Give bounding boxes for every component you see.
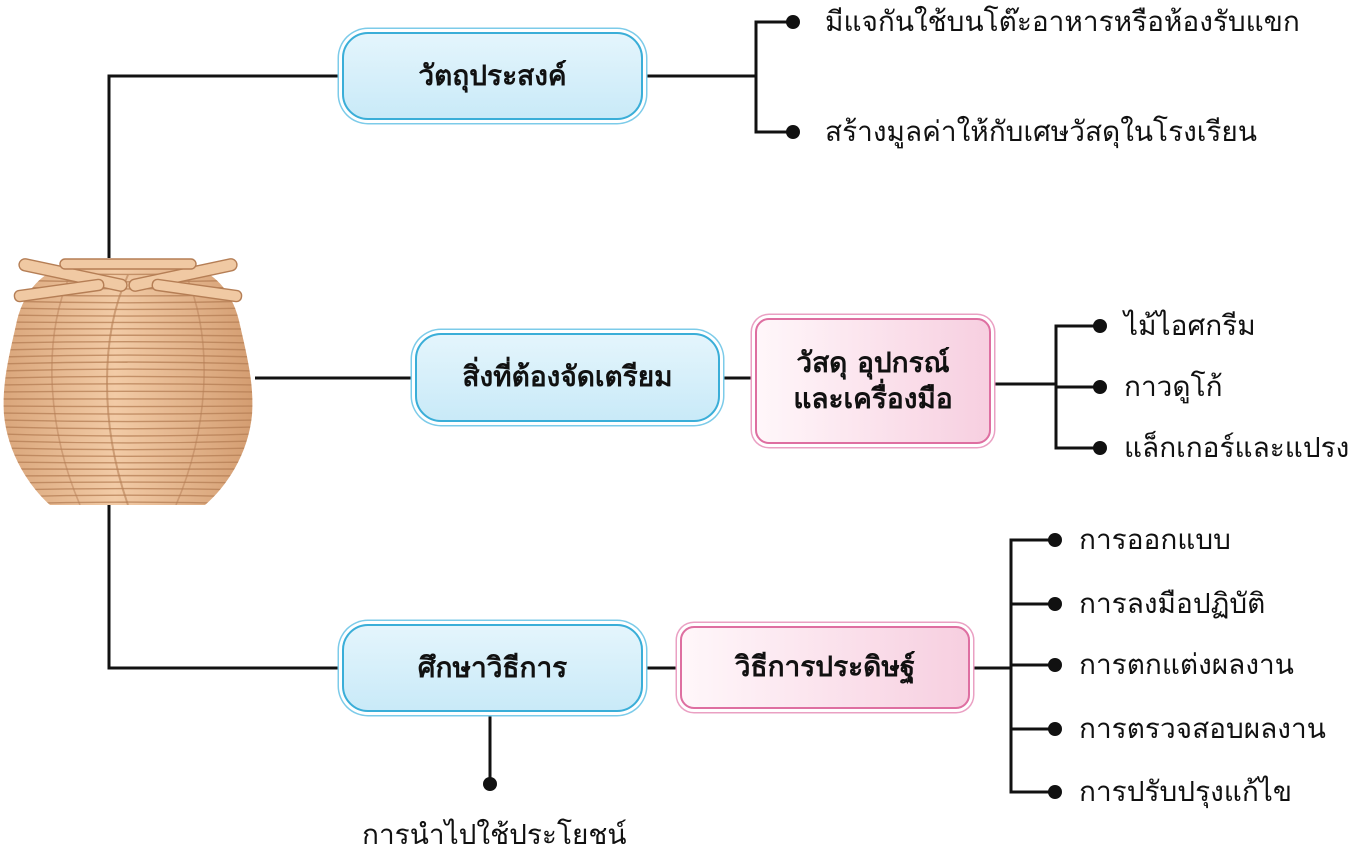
node-materials: วัสดุ อุปกรณ์ และเครื่องมือ <box>755 318 991 444</box>
leaf-material-3: แล็กเกอร์และแปรง <box>1124 431 1350 464</box>
vase-stick-line <box>3 433 253 437</box>
bullet-dot <box>483 777 497 791</box>
vase-stick-line <box>3 347 253 351</box>
leaf-usage: การนำไปใช้ประโยชน์ <box>362 818 627 849</box>
connector-method <box>107 505 342 670</box>
vase-stick-line <box>3 341 253 344</box>
connector-purpose <box>107 74 342 258</box>
node-method: ศึกษาวิธีการ <box>342 624 643 712</box>
vase-stick-line <box>3 481 253 484</box>
leaf-step-2: การลงมือปฏิบัติ <box>1079 587 1266 620</box>
vase-stick-line <box>3 307 253 311</box>
vase-stick-line <box>3 286 253 290</box>
node-purpose: วัตถุประสงค์ <box>342 32 643 120</box>
vase-stick-line <box>3 412 253 415</box>
bullet-dot <box>786 125 800 139</box>
vase-stick-line <box>3 419 253 423</box>
leaf-material-2: กาวดูโก้ <box>1124 370 1223 403</box>
vase-stick-line <box>3 361 253 365</box>
vase-stick-line <box>3 440 253 444</box>
bracket-purpose <box>754 20 793 134</box>
vase-stick-line <box>3 390 253 393</box>
bullet-dot <box>1048 722 1062 736</box>
vase-stick-line <box>3 354 253 358</box>
popsicle-stick-vase-icon <box>0 258 256 511</box>
vase-stick-line <box>3 454 253 458</box>
vase-stick-line <box>3 461 253 464</box>
vase-stick-line <box>3 447 253 451</box>
vase-stick-line <box>3 300 253 304</box>
vase-stick-line <box>3 426 253 430</box>
bullet-dot <box>1048 533 1062 547</box>
node-preparation: สิ่งที่ต้องจัดเตรียม <box>415 333 720 422</box>
bullet-dot <box>1093 319 1107 333</box>
leaf-material-1: ไม้ไอศกรีม <box>1124 309 1256 342</box>
vase-stick-line <box>3 375 253 379</box>
bullet-dot <box>786 15 800 29</box>
vase-stick-line <box>3 383 253 386</box>
node-materials-label-line1: วัสดุ อุปกรณ์ <box>796 345 950 379</box>
node-invention: วิธีการประดิษฐ์ <box>680 626 970 709</box>
vase-stick-line <box>3 314 253 317</box>
node-purpose-label: วัตถุประสงค์ <box>418 58 567 92</box>
leaf-purpose-2: สร้างมูลค่าให้กับเศษวัสดุในโรงเรียน <box>825 115 1257 148</box>
vase-stick-line <box>3 405 253 408</box>
leaf-purpose-1: มีแจกันใช้บนโต๊ะอาหารหรือห้องรับแขก <box>825 5 1300 38</box>
bullet-dot <box>1048 658 1062 672</box>
node-materials-label-line2: และเครื่องมือ <box>793 382 953 415</box>
node-preparation-label: สิ่งที่ต้องจัดเตรียม <box>462 360 673 394</box>
vase-stick-line <box>0 509 256 511</box>
vase-stick-line <box>3 368 253 372</box>
vase-stick-line <box>3 334 253 337</box>
node-invention-label: วิธีการประดิษฐ์ <box>734 650 916 684</box>
leaf-step-5: การปรับปรุงแก้ไข <box>1079 775 1293 808</box>
leaf-step-1: การออกแบบ <box>1079 523 1231 556</box>
bullet-dot <box>1048 597 1062 611</box>
node-method-label: ศึกษาวิธีการ <box>417 650 568 684</box>
bullet-dot <box>1048 785 1062 799</box>
bullet-dot <box>1093 441 1107 455</box>
leaf-step-4: การตรวจสอบผลงาน <box>1079 712 1326 745</box>
bullet-dot <box>1093 380 1107 394</box>
leaf-step-3: การตกแต่งผลงาน <box>1079 648 1294 681</box>
